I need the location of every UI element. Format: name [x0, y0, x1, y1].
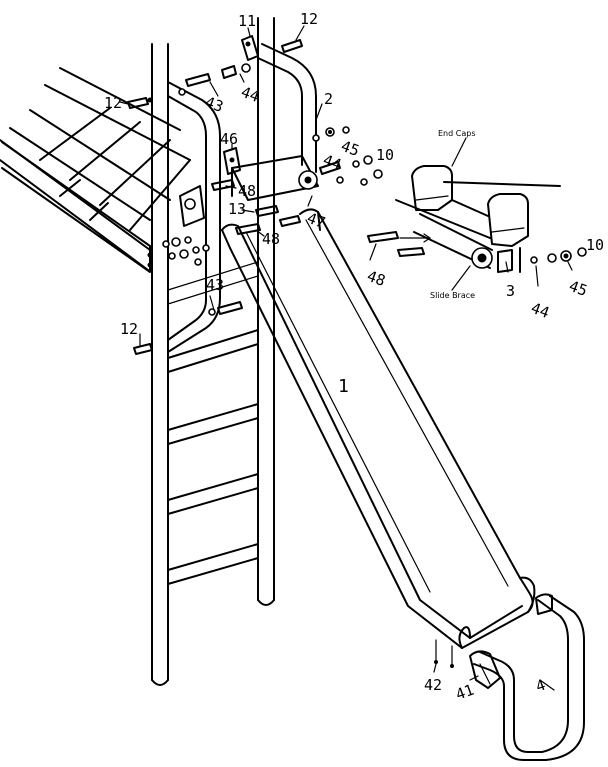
leader-lines — [119, 25, 573, 691]
label-part-1: 1 — [338, 376, 349, 397]
label-part-44-mid: 44 — [321, 151, 344, 174]
label-part-2: 2 — [324, 90, 333, 108]
slide-top-bracket — [179, 155, 319, 227]
label-part-12-left-upper: 12 — [104, 94, 122, 112]
label-part-44-right: 44 — [529, 299, 552, 322]
label-part-12-left-lower: 12 — [120, 320, 138, 338]
hardware — [127, 35, 587, 668]
label-part-44-top: 44 — [239, 83, 262, 106]
callout-slide-brace: Slide Brace — [430, 291, 475, 300]
part-labels: 1 2 3 4 10 10 11 12 12 12 13 41 42 43 43… — [104, 10, 604, 704]
label-part-43-mid: 43 — [206, 276, 224, 294]
label-part-42: 42 — [424, 676, 442, 694]
label-part-3: 3 — [506, 282, 515, 300]
hand-rail-left — [167, 81, 221, 353]
label-part-47: 47 — [305, 209, 328, 232]
label-part-45-mid: 45 — [339, 137, 362, 160]
label-part-41: 41 — [453, 681, 476, 704]
platform-deck — [0, 67, 191, 273]
callout-labels: End Caps Slide Brace — [430, 129, 475, 300]
label-part-48-mid: 48 — [238, 182, 256, 200]
slide-support-frame — [469, 593, 585, 761]
hand-rail-right — [257, 43, 317, 173]
label-part-45-right: 45 — [567, 277, 590, 300]
slide-bed — [221, 208, 536, 649]
frame-posts — [151, 17, 275, 686]
label-part-13: 13 — [228, 200, 246, 218]
label-part-48-detail: 48 — [365, 267, 388, 290]
label-part-48-center: 48 — [262, 230, 280, 248]
label-part-10-right: 10 — [586, 236, 604, 254]
end-cap-detail — [395, 165, 561, 273]
label-part-4: 4 — [533, 676, 548, 696]
label-part-10-top: 10 — [376, 146, 394, 164]
label-part-43-top: 43 — [203, 93, 226, 116]
label-part-12-top: 12 — [300, 10, 318, 28]
label-part-46: 46 — [220, 130, 238, 148]
label-part-11: 11 — [238, 12, 256, 30]
callout-end-caps: End Caps — [438, 129, 475, 138]
